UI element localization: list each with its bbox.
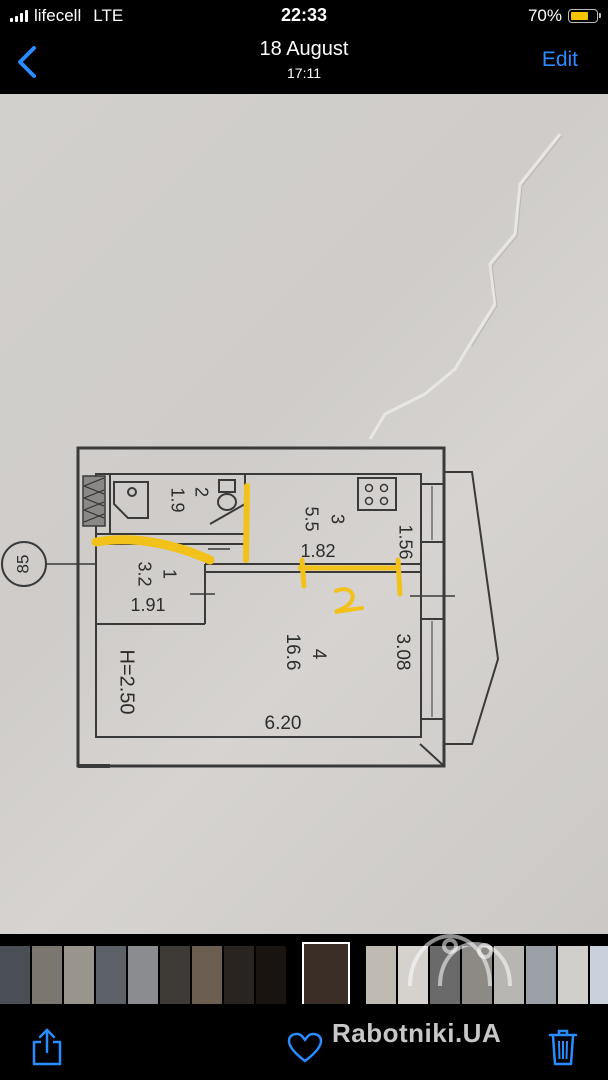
battery-percent: 70% [527, 6, 562, 25]
apartment-number: 85 [13, 555, 32, 574]
dimension-1-56: 1.56 [395, 524, 415, 559]
signal-icon [10, 10, 28, 22]
carrier-info: lifecell LTE [10, 6, 123, 26]
status-time: 22:33 [280, 5, 328, 25]
status-bar: lifecell LTE 22:33 70% [0, 0, 608, 30]
thumbnail[interactable] [398, 946, 428, 1004]
room-1-area: 3.2 [134, 561, 154, 586]
thumbnail[interactable] [128, 946, 158, 1004]
plan-walls [70, 446, 500, 768]
room-4-number: 4 [308, 649, 329, 660]
watermark-logo-icon [408, 933, 512, 987]
thumbnail[interactable] [256, 946, 286, 1004]
battery-icon [568, 9, 601, 23]
dimension-6-20: 6.20 [265, 713, 302, 734]
thumbnail[interactable] [526, 946, 556, 1004]
network-type: LTE [93, 6, 124, 25]
share-icon [32, 1028, 62, 1066]
thumbnail[interactable] [558, 946, 588, 1004]
dimension-1-91: 1.91 [130, 595, 165, 615]
photo-date: 18 August [259, 38, 349, 60]
thumbnail[interactable] [0, 946, 30, 1004]
delete-button[interactable] [548, 1028, 578, 1071]
highlighter-marks [91, 483, 403, 614]
chevron-left-icon [18, 46, 36, 78]
dimension-1-82: 1.82 [300, 541, 335, 561]
thumbnail[interactable] [96, 946, 126, 1004]
thumbnail[interactable] [430, 946, 460, 1004]
photo-time: 17:11 [287, 65, 321, 81]
apartment-number-badge: 85 [1, 541, 70, 587]
paper-crease [368, 133, 562, 440]
room-3-number: 3 [327, 514, 347, 524]
bath-fixtures [113, 479, 237, 519]
paper-crease-shadow [471, 135, 563, 347]
thumbnail[interactable] [366, 946, 396, 1004]
trash-icon [548, 1029, 578, 1066]
ventilation-shaft [82, 475, 106, 527]
room-1-number: 1 [159, 569, 179, 579]
thumbnail-current[interactable] [302, 942, 350, 1004]
thumbnail[interactable] [590, 946, 608, 1004]
bottom-toolbar [0, 1004, 608, 1080]
battery-fill [571, 12, 588, 20]
room-2-number: 2 [191, 487, 211, 497]
room-2-area: 1.9 [167, 487, 187, 512]
thumbnail[interactable] [224, 946, 254, 1004]
thumbnail[interactable] [160, 946, 190, 1004]
nav-bar: 18 August 17:11 Edit [0, 30, 608, 94]
battery-info: 70% [527, 6, 601, 26]
room-3-area: 5.5 [301, 506, 321, 531]
carrier-name: lifecell [34, 6, 82, 25]
edit-button[interactable]: Edit [541, 48, 578, 71]
stove-fixture [357, 477, 397, 511]
room-4-area: 16.6 [282, 634, 303, 671]
thumbnail[interactable] [32, 946, 62, 1004]
heart-icon [287, 1032, 323, 1063]
thumbnail[interactable] [192, 946, 222, 1004]
dimension-3-08: 3.08 [392, 634, 413, 671]
watermark-text: Rabotniki.UA [332, 1018, 502, 1048]
thumbnail[interactable] [64, 946, 94, 1004]
back-button[interactable] [14, 44, 44, 80]
photo-viewer[interactable]: 85 2 1.9 3 5.5 1 3.2 4 16.6 1.56 1.82 1.… [0, 94, 608, 934]
ceiling-height: H=2.50 [116, 649, 138, 714]
share-button[interactable] [30, 1028, 64, 1071]
floor-plan-drawing: 85 2 1.9 3 5.5 1 3.2 4 16.6 1.56 1.82 1.… [1, 133, 563, 768]
favorite-button[interactable] [287, 1032, 323, 1069]
